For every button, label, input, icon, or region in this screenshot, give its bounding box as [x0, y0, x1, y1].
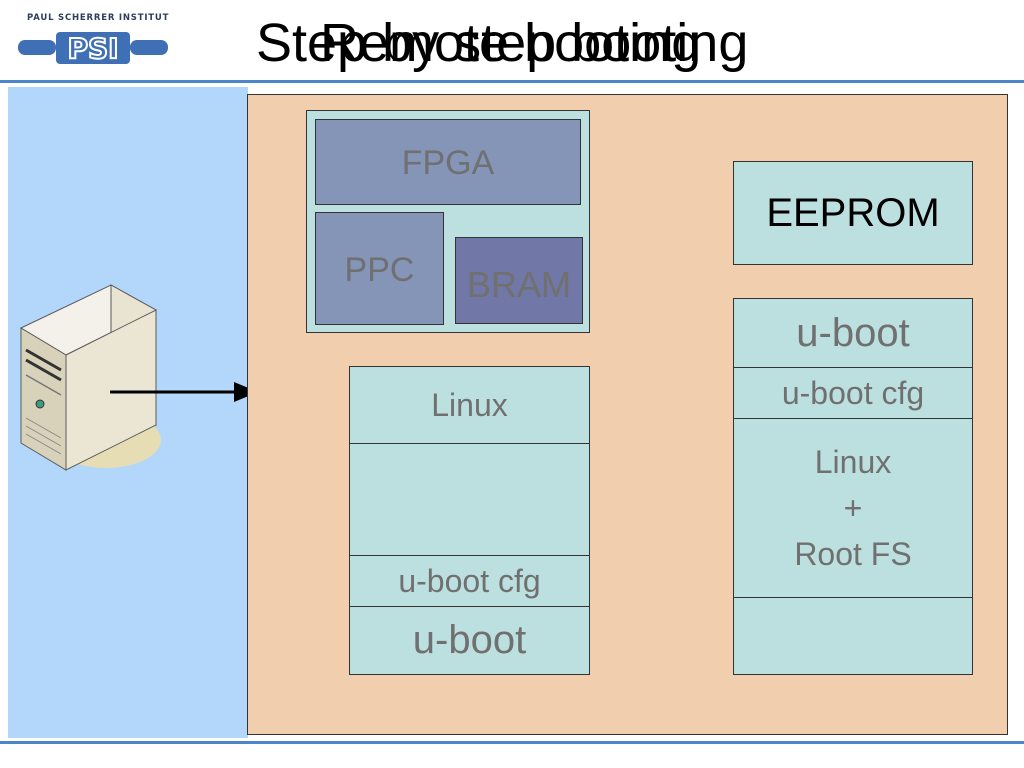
server-icon: [16, 280, 166, 475]
flash-linux-label: Linux: [814, 444, 892, 480]
footer-rule: [0, 741, 1024, 744]
flash-uboot-block: u-boot: [733, 298, 973, 368]
psi-logo: PSI: [18, 28, 168, 68]
ram-empty-block: [349, 443, 590, 556]
eeprom-label: EEPROM: [766, 190, 940, 235]
slide-title-step-by-step: Step by step booting: [256, 13, 749, 73]
ram-uboot-cfg-block: u-boot cfg: [349, 555, 590, 607]
ram-linux-label: Linux: [431, 386, 508, 423]
flash-uboot-cfg-block: u-boot cfg: [733, 367, 973, 419]
ppc-block: PPC: [315, 212, 444, 325]
ram-uboot-cfg-label: u-boot cfg: [398, 562, 541, 599]
flash-linux-rootfs-block: Linux + Root FS: [733, 418, 973, 598]
header-rule: [0, 80, 1024, 83]
fpga-block: FPGA: [315, 119, 581, 205]
flash-uboot-cfg-label: u-boot cfg: [781, 374, 925, 411]
flash-empty-block: [733, 597, 973, 675]
slide-title-remote-booting: Remote booting: [320, 13, 702, 73]
ram-linux-block: Linux: [349, 366, 590, 444]
flash-rootfs-label: Root FS: [794, 536, 912, 572]
eeprom-block: EEPROM: [733, 161, 973, 265]
institute-name: PAUL SCHERRER INSTITUT: [27, 13, 170, 23]
ram-uboot-label: u-boot: [412, 618, 527, 662]
ram-uboot-block: u-boot: [349, 606, 590, 675]
bram-block: BRAM: [455, 237, 583, 324]
transfer-arrow: [108, 380, 260, 404]
svg-text:PSI: PSI: [67, 32, 118, 65]
flash-plus-label: +: [843, 490, 863, 526]
psi-logo-graphic: PSI: [18, 31, 168, 66]
flash-uboot-label: u-boot: [796, 310, 910, 355]
fpga-label: FPGA: [401, 144, 495, 182]
bram-label: BRAM: [466, 263, 571, 305]
ppc-label: PPC: [344, 251, 415, 289]
